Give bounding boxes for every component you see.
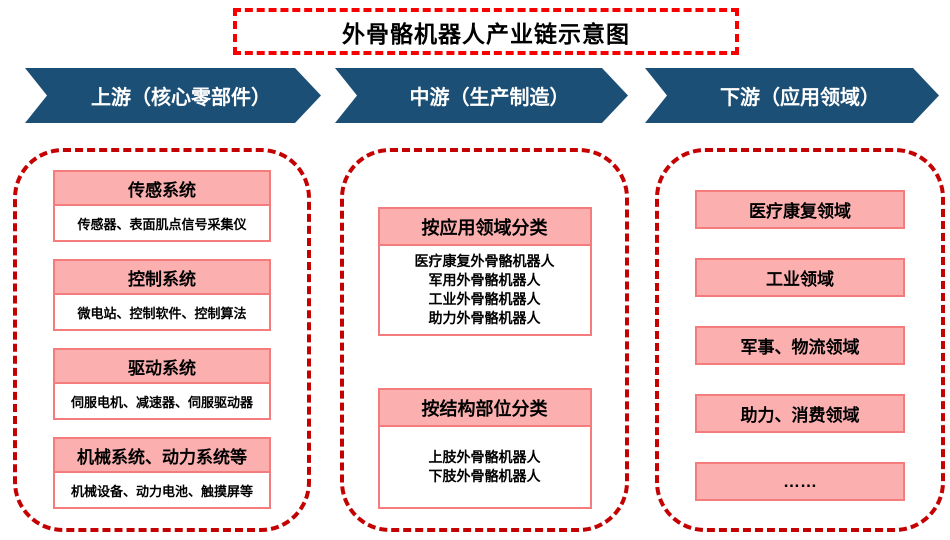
midstream-group-by-structure-title: 按结构部位分类 — [379, 390, 590, 427]
upstream-item-control: 控制系统 微电站、控制软件、控制算法 — [53, 259, 271, 331]
upstream-item-drive: 驱动系统 伺服电机、减速器、伺服驱动器 — [53, 348, 271, 420]
list-item: 军用外骨骼机器人 — [428, 272, 541, 288]
upstream-item-sensing-detail: 传感器、表面肌点信号采集仪 — [77, 216, 247, 232]
midstream-group-by-application-title: 按应用领域分类 — [379, 209, 590, 246]
list-item: 下肢外骨骼机器人 — [428, 468, 541, 484]
downstream-item-industrial: 工业领域 — [695, 258, 905, 297]
diagram-title-box: 外骨骼机器人产业链示意图 — [233, 8, 739, 55]
upstream-item-sensing-title: 传感系统 — [55, 172, 269, 206]
downstream-column-container: 医疗康复领域 工业领域 军事、物流领域 助力、消费领域 …… — [655, 148, 945, 532]
upstream-item-drive-detail: 伺服电机、减速器、伺服驱动器 — [70, 394, 253, 410]
stage-arrow-upstream: 上游（核心零部件） — [25, 68, 321, 123]
upstream-item-sensing: 传感系统 传感器、表面肌点信号采集仪 — [53, 170, 271, 242]
stage-arrow-midstream-label: 中游（生产制造） — [409, 87, 570, 109]
midstream-group-by-application-list: 医疗康复外骨骼机器人 军用外骨骼机器人 工业外骨骼机器人 助力外骨骼机器人 — [380, 246, 590, 334]
midstream-column-container: 按应用领域分类 医疗康复外骨骼机器人 军用外骨骼机器人 工业外骨骼机器人 助力外… — [340, 148, 629, 532]
upstream-item-control-title: 控制系统 — [55, 261, 269, 295]
downstream-item-ellipsis: …… — [695, 462, 905, 501]
upstream-item-control-detail: 微电站、控制软件、控制算法 — [77, 305, 247, 321]
upstream-item-mechanical-title: 机械系统、动力系统等 — [55, 439, 269, 473]
list-item: 工业外骨骼机器人 — [428, 291, 541, 307]
downstream-item-military-logistics: 军事、物流领域 — [695, 326, 905, 365]
stage-arrow-downstream-label: 下游（应用领域） — [720, 87, 880, 109]
diagram-title: 外骨骼机器人产业链示意图 — [342, 20, 630, 47]
midstream-group-by-application: 按应用领域分类 医疗康复外骨骼机器人 军用外骨骼机器人 工业外骨骼机器人 助力外… — [377, 207, 592, 336]
list-item: 助力外骨骼机器人 — [428, 310, 541, 326]
upstream-item-drive-title: 驱动系统 — [55, 350, 269, 384]
list-item: 医疗康复外骨骼机器人 — [414, 253, 555, 269]
list-item: 上肢外骨骼机器人 — [428, 449, 541, 465]
midstream-group-by-structure-list: 上肢外骨骼机器人 下肢外骨骼机器人 — [380, 427, 590, 507]
downstream-item-medical-rehab: 医疗康复领域 — [695, 190, 905, 229]
stage-arrow-downstream: 下游（应用领域） — [645, 68, 939, 123]
downstream-item-assist-consumer: 助力、消费领域 — [695, 394, 905, 433]
stage-arrow-midstream: 中游（生产制造） — [335, 68, 628, 123]
upstream-item-mechanical: 机械系统、动力系统等 机械设备、动力电池、触摸屏等 — [53, 437, 271, 509]
stage-arrow-upstream-label: 上游（核心零部件） — [91, 87, 271, 109]
midstream-group-by-structure: 按结构部位分类 上肢外骨骼机器人 下肢外骨骼机器人 — [377, 388, 592, 509]
upstream-column-container: 传感系统 传感器、表面肌点信号采集仪 控制系统 微电站、控制软件、控制算法 驱动… — [13, 148, 311, 532]
upstream-item-mechanical-detail: 机械设备、动力电池、触摸屏等 — [70, 483, 253, 499]
